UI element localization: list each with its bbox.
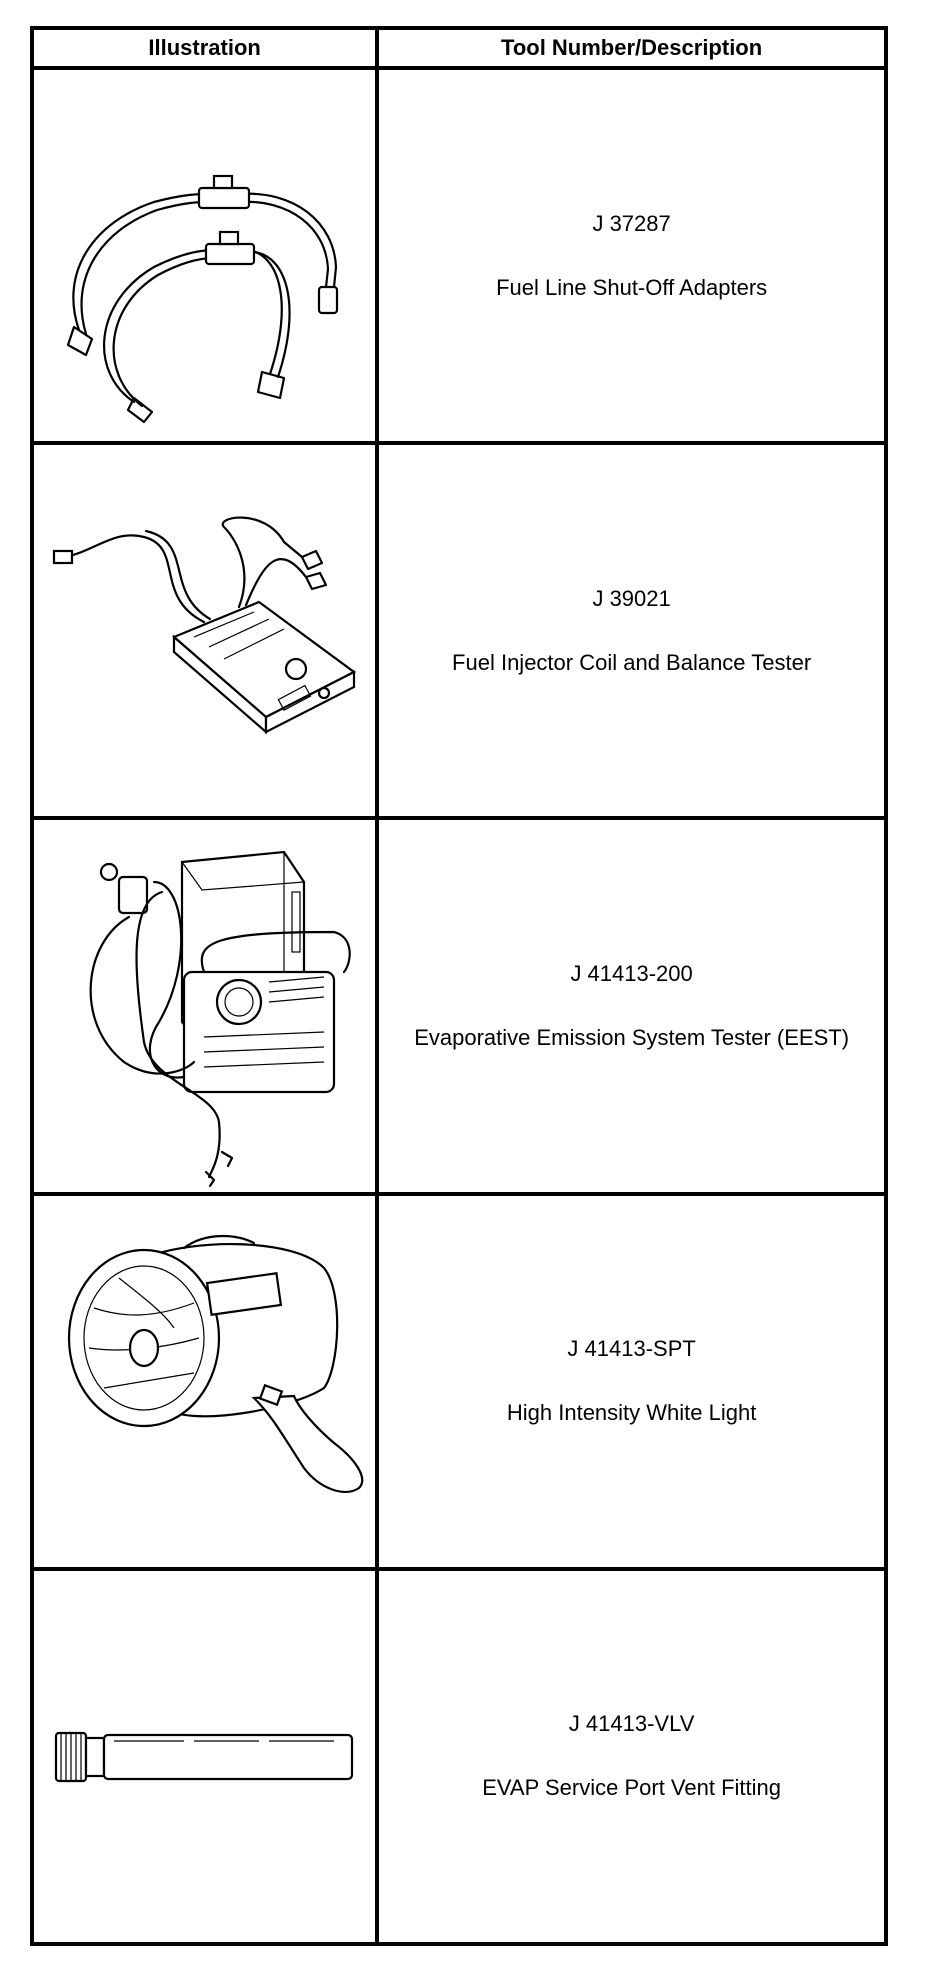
tool-description-cell: J 39021 Fuel Injector Coil and Balance T…	[375, 441, 888, 821]
tool-description: High Intensity White Light	[506, 1400, 757, 1426]
tools-table: Illustration Tool Number/Description	[29, 26, 888, 1947]
illustration-cell	[29, 1566, 380, 1947]
table-row: J 41413-VLV EVAP Service Port Vent Fitti…	[29, 1566, 888, 1947]
header-tool-number-description: Tool Number/Description	[375, 26, 888, 70]
tool-description: Fuel Line Shut-Off Adapters	[496, 274, 768, 300]
tool-description: Evaporative Emission System Tester (EEST…	[414, 1024, 850, 1050]
evap-tester-icon	[89, 851, 351, 1188]
tool-number: J 39021	[592, 585, 671, 611]
tool-description-cell: J 37287 Fuel Line Shut-Off Adapters	[375, 65, 888, 446]
tool-description-cell: J 41413-SPT High Intensity White Light	[375, 1191, 888, 1571]
tool-description-cell: J 41413-VLV EVAP Service Port Vent Fitti…	[375, 1566, 888, 1947]
fuel-line-shutoff-adapters-icon	[66, 174, 339, 424]
table-row: J 39021 Fuel Injector Coil and Balance T…	[29, 441, 888, 821]
table-row: J 37287 Fuel Line Shut-Off Adapters	[29, 65, 888, 446]
illustration-cell	[29, 441, 380, 821]
table-row: J 41413-200 Evaporative Emission System …	[29, 816, 888, 1196]
illustration-cell	[29, 65, 380, 446]
tool-number: J 41413-SPT	[567, 1336, 696, 1362]
tool-number: J 41413-200	[570, 960, 693, 986]
illustration-cell	[29, 816, 380, 1196]
header-row: Illustration Tool Number/Description	[29, 26, 888, 70]
table-row: J 41413-SPT High Intensity White Light	[29, 1191, 888, 1571]
injector-tester-icon	[52, 516, 357, 735]
illustration-cell	[29, 1191, 380, 1571]
tool-description-cell: J 41413-200 Evaporative Emission System …	[375, 816, 888, 1196]
vent-fitting-icon	[54, 1731, 354, 1782]
tool-number: J 37287	[592, 210, 671, 236]
tool-number: J 41413-VLV	[568, 1711, 695, 1737]
tool-description: EVAP Service Port Vent Fitting	[482, 1775, 781, 1801]
tool-description: Fuel Injector Coil and Balance Tester	[452, 649, 812, 675]
spotlight-icon	[67, 1234, 364, 1493]
header-illustration: Illustration	[29, 26, 380, 70]
